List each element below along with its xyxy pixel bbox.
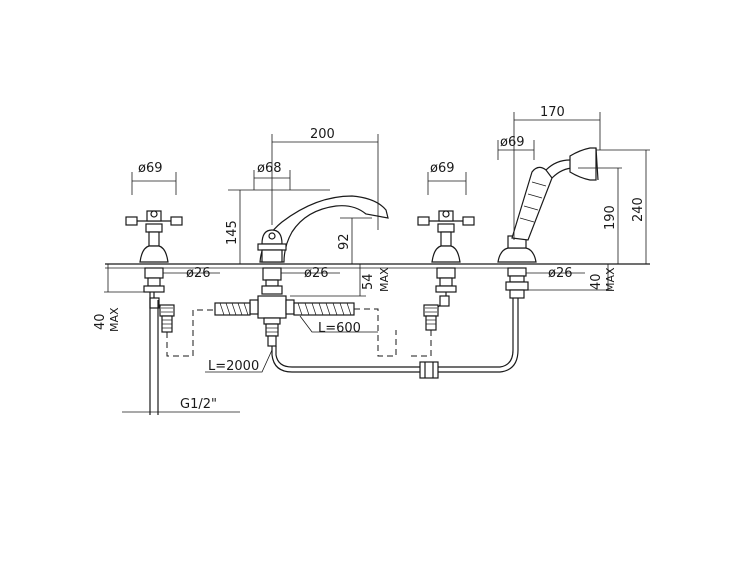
right-braided-hose (293, 302, 397, 357)
dim-40-left: 40 (93, 313, 108, 330)
dim-145: 145 (225, 220, 240, 245)
dim-d26-right: ø26 (548, 266, 573, 281)
dim-40-right-max: MAX (604, 267, 617, 292)
left-cross-valve (125, 210, 215, 357)
dim-d68: ø68 (257, 161, 282, 176)
dim-170: 170 (540, 105, 565, 120)
dim-d26-left: ø26 (186, 266, 211, 281)
dim-240: 240 (631, 197, 646, 222)
dim-d69-mid: ø69 (430, 161, 455, 176)
dim-d26-mid: ø26 (304, 266, 329, 281)
dim-200: 200 (310, 127, 335, 142)
dim-40-right: 40 (589, 273, 604, 290)
shower-hose (271, 298, 519, 379)
dim-92: 92 (337, 233, 352, 250)
right-cross-valve (410, 210, 475, 357)
dim-40-left-max: MAX (108, 307, 121, 332)
hand-shower (497, 147, 599, 299)
dim-190: 190 (603, 205, 618, 230)
dim-thread: G1/2" (180, 397, 217, 412)
dim-54: 54 (361, 273, 376, 290)
dim-d69-right: ø69 (500, 135, 525, 150)
centre-spout (249, 195, 389, 347)
dim-d69-left: ø69 (138, 161, 163, 176)
dim-l2000: L=2000 (208, 359, 259, 374)
left-braided-hose (214, 302, 251, 316)
dim-54-max: MAX (378, 267, 391, 292)
dim-l600: L=600 (318, 321, 361, 336)
